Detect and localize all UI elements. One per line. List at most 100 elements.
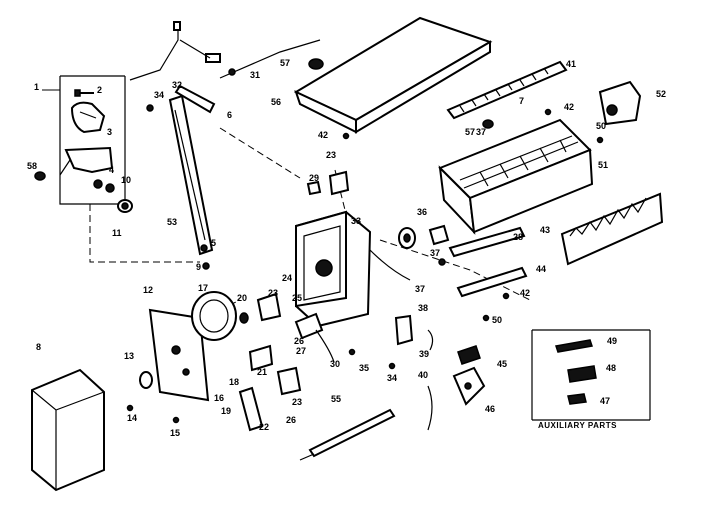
part-label-51: 51 [598,160,608,170]
cover-part-56 [293,16,493,134]
part-label-44: 44 [536,264,546,274]
part-label-34b: 34 [387,373,397,383]
washer-part-9 [202,262,210,270]
part-label-24: 24 [282,273,292,283]
screw-part-15 [172,416,180,424]
lever-part-22 [238,386,264,432]
grommet-part-58 [34,171,46,181]
gear-part-23c [276,366,302,396]
screw-part-37b [438,258,446,266]
screw-part-34 [146,104,154,112]
dashed-guide-right [379,239,531,301]
part-label-10: 10 [121,175,131,185]
part-label-53: 53 [167,217,177,227]
part-label-49: 49 [607,336,617,346]
clip-part-29 [306,180,322,196]
part-label-34: 34 [154,90,164,100]
auxiliary-parts-box: AUXILIARY PARTS [531,329,651,430]
part-label-30: 30 [330,359,340,369]
part-label-42c: 42 [520,288,530,298]
part-label-23a: 23 [326,150,336,160]
fastener-part-57b [482,119,494,129]
stripper-part-44 [560,192,664,266]
fitting-part-13 [139,371,153,389]
part-label-17: 17 [198,283,208,293]
part-label-36: 36 [417,207,427,217]
bracket-part-38 [394,314,414,346]
part-label-50a: 50 [596,121,606,131]
part-label-3: 3 [107,127,112,137]
part-label-33: 33 [351,216,361,226]
clip-part-39 [427,329,434,351]
shutoff-arm-part-52 [598,80,642,126]
screw-part-42c [502,292,510,300]
fitting-part-11 [117,199,133,213]
screw-part-5 [200,244,208,252]
valve-part-45 [457,345,481,365]
ejector-part-41 [446,60,568,120]
bracket-part-23-top [328,170,350,196]
part-label-57a: 57 [280,58,290,68]
gear-part-23b [256,292,282,322]
screw-part-34b [388,362,396,370]
part-label-5: 5 [211,238,216,248]
screw-part-2 [74,89,94,97]
shaft-part-37 [369,224,450,281]
part-label-43: 43 [540,225,550,235]
motor-housing-part-33 [295,210,372,328]
part-label-9: 9 [196,262,201,272]
part-label-12: 12 [143,285,153,295]
part-label-42b: 42 [318,130,328,140]
part-label-8: 8 [36,342,41,352]
screw-part-50a [596,136,604,144]
part-label-48: 48 [606,363,616,373]
motor-part-17 [191,291,237,341]
part-label-26a: 26 [294,336,304,346]
tube-part-28 [448,226,528,298]
part-label-6: 6 [227,110,232,120]
wire-part-30 [315,329,335,363]
part-label-35: 35 [359,363,369,373]
gear-part-36 [398,227,416,249]
part-label-23c: 23 [292,397,302,407]
wire-part-40 [427,385,433,431]
part-label-32: 32 [172,80,182,90]
part-label-2: 2 [97,85,102,95]
part-label-20: 20 [237,293,247,303]
part-label-37a: 37 [476,127,486,137]
cover-part-8 [31,368,105,492]
part-label-57b: 57 [465,127,475,137]
part-label-42a: 42 [564,102,574,112]
fill-tube-part-53 [168,84,216,256]
screw-part-42a [544,108,552,116]
part-label-23b: 23 [268,288,278,298]
heater-wire-part-55 [299,408,396,461]
part-label-26b: 26 [286,415,296,425]
clip-part-3 [70,101,106,134]
part-label-22: 22 [259,422,269,432]
mounting-plate-part-12 [148,308,210,402]
part-label-27: 27 [296,346,306,356]
ice-mold-part-51 [438,118,594,235]
part-label-56: 56 [271,97,281,107]
nut-part-10 [105,183,115,193]
screw-part-42b [342,132,350,140]
part-label-21: 21 [257,367,267,377]
part-label-47: 47 [600,396,610,406]
part-label-37c: 37 [415,284,425,294]
part-label-39: 39 [419,349,429,359]
wire-harness-part-32 [129,21,221,81]
part-label-7: 7 [519,96,524,106]
part-label-31: 31 [250,70,260,80]
spring-part-20 [239,312,249,324]
part-label-41: 41 [566,59,576,69]
part-label-52: 52 [656,89,666,99]
screw-part-35 [348,348,356,356]
part-label-25: 25 [292,293,302,303]
part-label-15: 15 [170,428,180,438]
part-label-40: 40 [418,370,428,380]
screw-part-50b [482,314,490,322]
part-label-28: 28 [513,232,523,242]
